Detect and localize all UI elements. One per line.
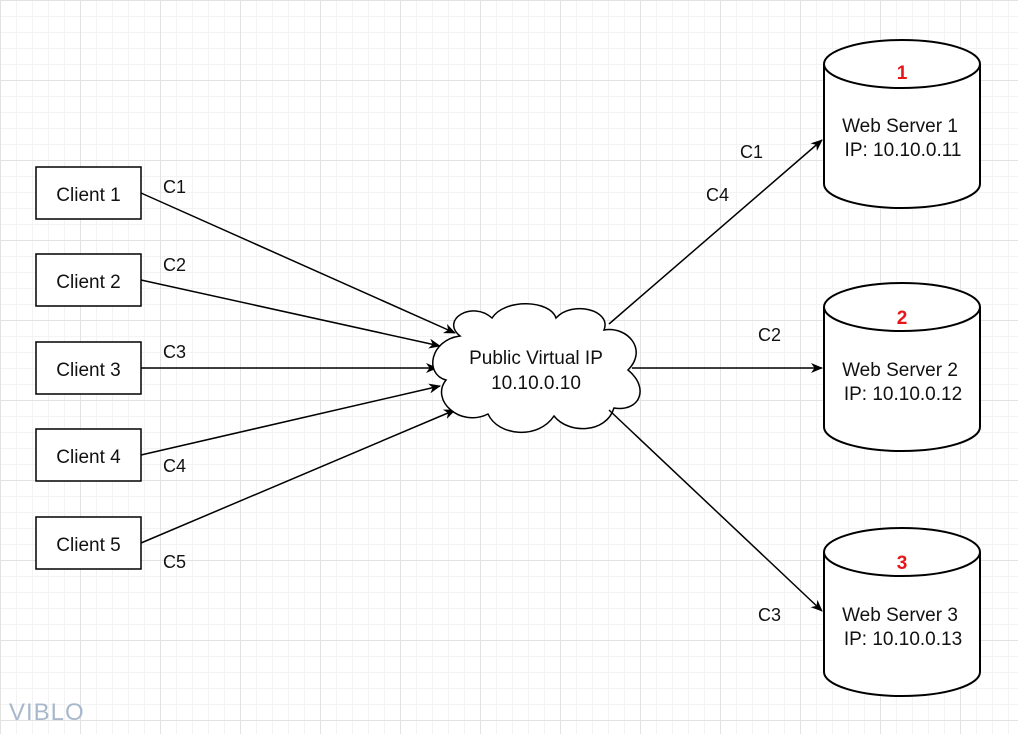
edge-label-c4-server: C4 (706, 185, 729, 205)
client-label: Client 3 (56, 360, 120, 381)
edge-label-c1-server: C1 (740, 142, 763, 162)
client-node-5[interactable]: Client 5 (35, 516, 142, 570)
server-ip: IP: 10.10.0.12 (844, 384, 962, 405)
web-server-node-2[interactable]: 2 Web Server 2 IP: 10.10.0.12 (823, 282, 981, 452)
server-ip: IP: 10.10.0.11 (845, 140, 962, 161)
edge-label-c1: C1 (163, 177, 186, 197)
server-name: Web Server 2 (842, 360, 958, 381)
server-number: 1 (897, 63, 908, 84)
client-node-2[interactable]: Client 2 (35, 253, 142, 307)
web-server-node-1[interactable]: 1 Web Server 1 IP: 10.10.0.11 (823, 39, 981, 209)
server-name: Web Server 1 (842, 116, 958, 137)
client-label: Client 4 (56, 447, 121, 468)
edge-label-c2: C2 (163, 255, 186, 275)
virtual-ip-cloud[interactable]: Public Virtual IP 10.10.0.10 (432, 303, 641, 433)
edge-label-c2-server: C2 (758, 325, 781, 345)
edge-client2-to-vip (140, 279, 441, 349)
edge-client1-to-vip (140, 192, 456, 334)
server-number: 2 (897, 308, 908, 329)
viblo-logo: VIBLO (9, 699, 85, 726)
edge-label-c3: C3 (163, 342, 186, 362)
client-label: Client 5 (56, 535, 120, 556)
edge-label-c5: C5 (163, 552, 186, 572)
client-node-3[interactable]: Client 3 (35, 341, 142, 395)
edge-label-c3-server: C3 (758, 605, 781, 625)
edge-label-c4: C4 (163, 456, 186, 476)
web-server-node-3[interactable]: 3 Web Server 3 IP: 10.10.0.13 (823, 527, 981, 697)
edge-client4-to-vip (140, 383, 441, 456)
edge-vip-to-server1 (608, 139, 823, 325)
vip-address: 10.10.0.10 (491, 373, 581, 394)
edge-client5-to-vip (140, 409, 456, 544)
client-node-4[interactable]: Client 4 (35, 428, 142, 482)
server-name: Web Server 3 (842, 605, 958, 626)
client-label: Client 2 (56, 272, 120, 293)
edge-vip-to-server3 (608, 409, 823, 612)
client-node-1[interactable]: Client 1 (35, 166, 142, 220)
server-ip: IP: 10.10.0.13 (844, 629, 962, 650)
server-number: 3 (897, 553, 908, 574)
client-label: Client 1 (56, 185, 120, 206)
vip-title: Public Virtual IP (469, 348, 603, 369)
